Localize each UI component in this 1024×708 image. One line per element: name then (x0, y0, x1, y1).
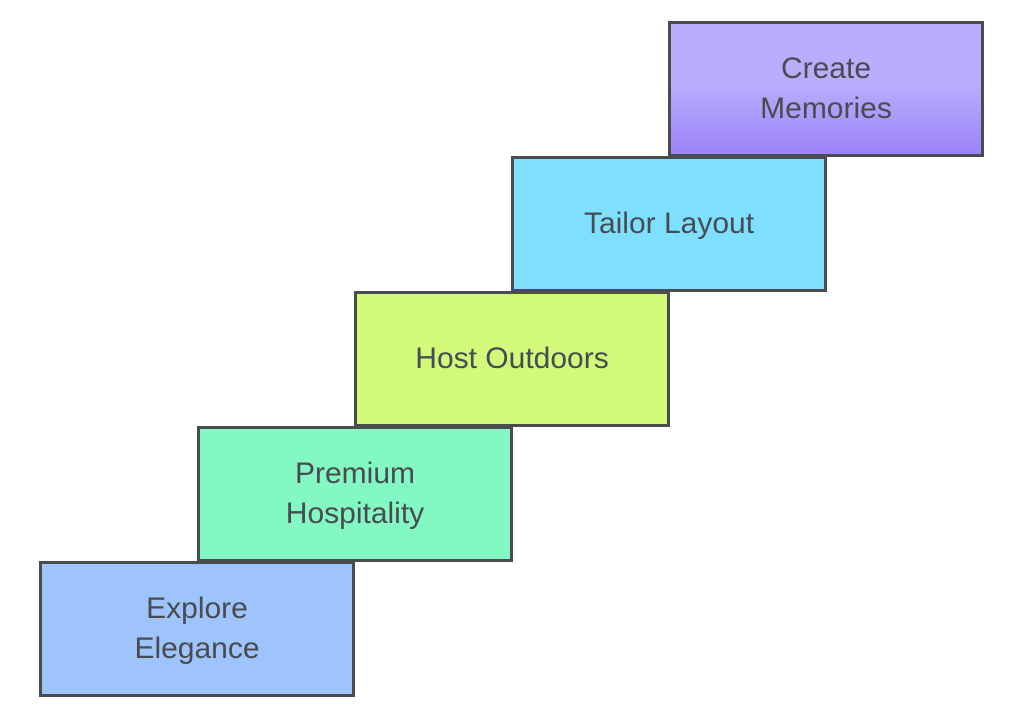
step-label: Host Outdoors (415, 342, 609, 375)
step-tailor-layout: Tailor Layout (511, 156, 827, 292)
step-label: Tailor Layout (583, 207, 755, 240)
step-premium-hospitality: Premium Hospitality (197, 426, 513, 562)
step-label: Explore Elegance (134, 592, 260, 665)
step-label: Create Memories (760, 52, 892, 125)
step-create-memories: Create Memories (668, 21, 984, 157)
step-host-outdoors: Host Outdoors (354, 291, 670, 427)
step-explore-elegance: Explore Elegance (39, 561, 355, 697)
step-label: Premium Hospitality (285, 457, 425, 530)
